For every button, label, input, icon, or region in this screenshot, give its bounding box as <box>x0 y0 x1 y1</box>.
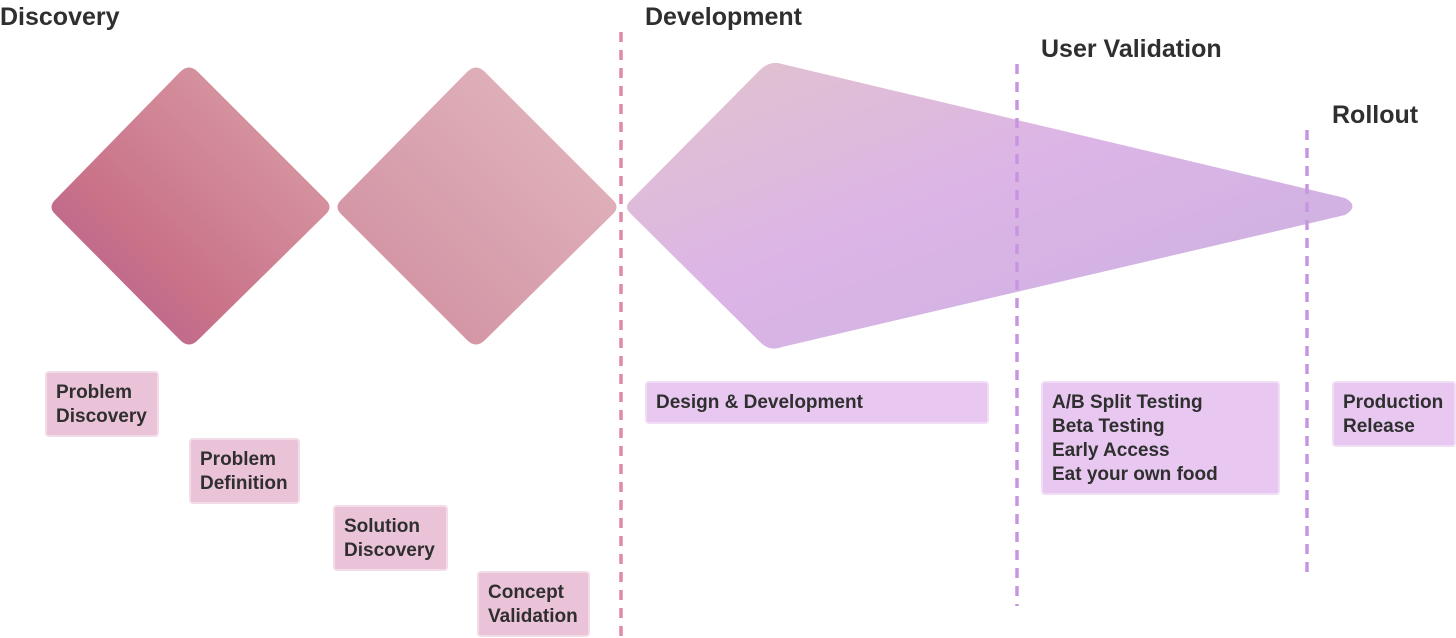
step-line: Discovery <box>344 540 435 561</box>
step-problem-discovery: Problem Discovery <box>45 371 159 437</box>
phase-title-discovery: Discovery <box>0 3 120 31</box>
step-line: Definition <box>200 473 288 494</box>
step-line: Release <box>1343 416 1415 437</box>
step-line: Validation <box>488 606 578 627</box>
step-production-release: Production Release <box>1332 381 1456 447</box>
development-funnel <box>627 62 1353 349</box>
discovery-diamond-1 <box>51 67 330 345</box>
step-line: Early Access <box>1052 440 1170 461</box>
step-line: Beta Testing <box>1052 416 1165 437</box>
phase-title-development: Development <box>645 3 802 31</box>
step-problem-definition: Problem Definition <box>189 438 300 504</box>
step-line: Eat your own food <box>1052 464 1218 485</box>
step-line: Solution <box>344 516 420 537</box>
step-design-development: Design & Development <box>645 381 989 424</box>
phase-title-rollout: Rollout <box>1332 101 1419 129</box>
step-line: Design & Development <box>656 392 863 413</box>
step-line: Production <box>1343 392 1444 413</box>
step-line: Problem <box>56 382 133 403</box>
phase-title-user-validation: User Validation <box>1041 35 1222 63</box>
step-line: Discovery <box>56 406 147 427</box>
step-line: A/B Split Testing <box>1052 392 1203 413</box>
step-concept-validation: Concept Validation <box>477 571 590 637</box>
step-line: Problem <box>200 449 277 470</box>
step-solution-discovery: Solution Discovery <box>333 505 448 571</box>
step-line: Concept <box>488 582 564 603</box>
discovery-diamond-2 <box>337 67 617 345</box>
step-validation-methods: A/B Split Testing Beta Testing Early Acc… <box>1041 381 1280 495</box>
